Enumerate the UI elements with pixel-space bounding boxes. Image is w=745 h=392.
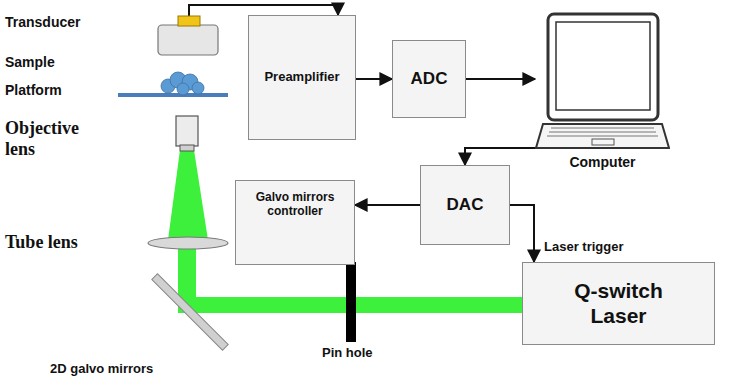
transducer-probe: Transducer	[5, 8, 220, 58]
dac-box: DAC	[420, 165, 510, 245]
node-label: Q-switch Laser	[564, 279, 674, 327]
laptop-symbol	[535, 12, 670, 152]
sample-platform	[118, 93, 228, 97]
transducer-symbol	[153, 8, 223, 58]
sample-label: Sample	[5, 54, 55, 70]
controller-box: Galvo mirrors controller	[235, 180, 355, 265]
pin-hole	[346, 262, 356, 342]
preamplifier-box: Preamplifier	[248, 15, 356, 140]
platform-label: Platform	[5, 82, 62, 98]
node-label: Galvo mirrors controller	[245, 191, 345, 219]
objective-lens	[176, 116, 198, 146]
objective-tip	[180, 145, 194, 151]
signal-arrow	[510, 205, 534, 262]
signal-arrow	[355, 204, 420, 206]
node-label: ADC	[411, 69, 448, 89]
tube-lens	[148, 237, 228, 249]
edge-label: Laser trigger	[544, 240, 623, 255]
galvo-mirror	[152, 274, 228, 350]
node-label: Preamplifier	[264, 70, 339, 85]
laser-box: Q-switch Laser	[522, 262, 715, 345]
tube-lens-label: Tube lens	[5, 232, 78, 253]
pin-hole-label: Pin hole	[322, 346, 373, 361]
computer-icon: Computer	[535, 12, 670, 177]
sample-blob	[161, 72, 204, 95]
signal-arrow	[356, 78, 392, 80]
signal-arrow	[465, 148, 536, 165]
objective-label: Objective lens	[5, 118, 105, 159]
node-label: Transducer	[5, 14, 80, 30]
node-label: DAC	[447, 195, 484, 215]
galvo-mirrors-label: 2D galvo mirrors	[50, 362, 153, 377]
signal-arrow	[466, 78, 535, 80]
adc-box: ADC	[392, 40, 466, 118]
converging-beam	[168, 150, 208, 240]
node-label: Computer	[535, 154, 670, 170]
